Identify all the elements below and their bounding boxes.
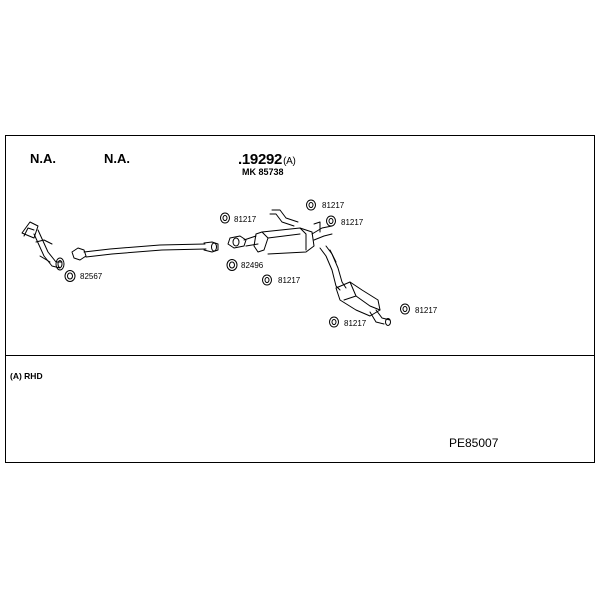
mount-ring-3-icon bbox=[326, 215, 336, 227]
part-label-mount-1: 81217 bbox=[234, 215, 257, 224]
diagram-frame bbox=[5, 135, 595, 463]
rear-silencer bbox=[335, 281, 391, 326]
mount-ring-4-icon bbox=[262, 274, 272, 286]
gasket-ring-icon bbox=[226, 259, 238, 271]
front-downpipe bbox=[21, 221, 65, 271]
centre-silencer bbox=[227, 209, 333, 255]
part-label-82496: 82496 bbox=[241, 261, 264, 270]
header-col2: N.A. bbox=[104, 151, 130, 166]
main-part-number: .19292 bbox=[238, 151, 283, 168]
part-label-mount-3: 81217 bbox=[341, 218, 364, 227]
rear-pipe bbox=[319, 245, 347, 291]
header-col1: N.A. bbox=[30, 151, 56, 166]
part-label-mount-5: 81217 bbox=[415, 306, 438, 315]
diagram-code: PE85007 bbox=[449, 436, 499, 450]
clamp-ring-icon bbox=[64, 270, 76, 282]
mount-ring-5-icon bbox=[400, 303, 410, 315]
rhd-note: (A) RHD bbox=[10, 371, 43, 381]
mount-ring-6-icon bbox=[329, 316, 339, 328]
main-part-ref: .19292(A) bbox=[238, 152, 296, 167]
mount-ring-2-icon bbox=[306, 199, 316, 211]
part-label-mount-6: 81217 bbox=[344, 319, 367, 328]
part-label-mount-2: 81217 bbox=[322, 201, 345, 210]
mount-ring-1-icon bbox=[220, 212, 230, 224]
part-label-82567: 82567 bbox=[80, 272, 103, 281]
main-part-suffix: (A) bbox=[283, 156, 296, 167]
kit-ref: MK 85738 bbox=[242, 167, 284, 177]
section-divider bbox=[5, 355, 595, 356]
part-label-mount-4: 81217 bbox=[278, 276, 301, 285]
intermediate-pipe bbox=[71, 241, 219, 261]
